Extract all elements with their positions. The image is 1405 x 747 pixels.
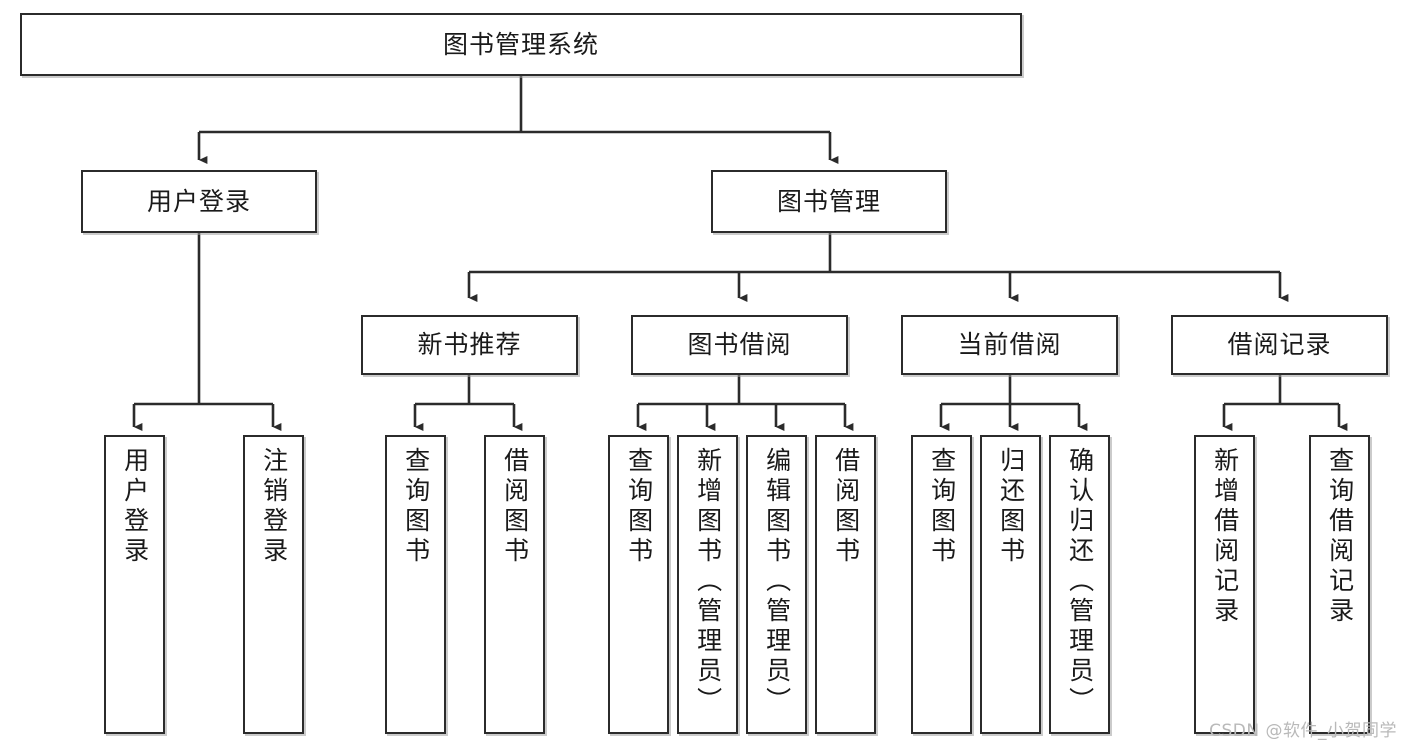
node-label: 图书管理系统 xyxy=(442,29,599,59)
node-label: 注销登录 xyxy=(259,447,289,567)
node-label: 查询借阅记录 xyxy=(1325,447,1355,627)
node-user-login[interactable]: 用户登录 xyxy=(81,170,317,233)
leaf-user-login-logout[interactable]: 注销登录 xyxy=(243,435,304,734)
node-label: 编辑图书（管理员） xyxy=(762,447,792,717)
leaf-borrow-record-add-record[interactable]: 新增借阅记录 xyxy=(1194,435,1255,734)
node-label: 归还图书 xyxy=(996,447,1026,567)
leaf-borrow-record-query-record[interactable]: 查询借阅记录 xyxy=(1309,435,1370,734)
node-label: 查询图书 xyxy=(927,447,957,567)
node-book-management[interactable]: 图书管理 xyxy=(711,170,947,233)
node-label: 新增图书（管理员） xyxy=(693,447,723,717)
node-label: 用户登录 xyxy=(120,447,150,567)
node-label: 借阅图书 xyxy=(831,447,861,567)
node-new-book-recommendation[interactable]: 新书推荐 xyxy=(361,315,578,375)
leaf-book-borrow-edit-book-admin[interactable]: 编辑图书（管理员） xyxy=(746,435,807,734)
leaf-book-borrow-borrow-books[interactable]: 借阅图书 xyxy=(815,435,876,734)
node-label: 借阅记录 xyxy=(1227,330,1332,360)
node-label: 借阅图书 xyxy=(500,447,530,567)
node-label: 当前借阅 xyxy=(957,330,1062,360)
leaf-current-borrow-confirm-return-admin[interactable]: 确认归还（管理员） xyxy=(1049,435,1110,734)
node-current-borrowing[interactable]: 当前借阅 xyxy=(901,315,1118,375)
leaf-current-borrow-query-books[interactable]: 查询图书 xyxy=(911,435,972,734)
node-borrow-records[interactable]: 借阅记录 xyxy=(1171,315,1388,375)
leaf-book-borrow-query-books[interactable]: 查询图书 xyxy=(608,435,669,734)
node-label: 新增借阅记录 xyxy=(1210,447,1240,627)
leaf-user-login-login[interactable]: 用户登录 xyxy=(104,435,165,734)
node-label: 图书借阅 xyxy=(687,330,792,360)
leaf-new-book-borrow-books[interactable]: 借阅图书 xyxy=(484,435,545,734)
leaf-book-borrow-add-book-admin[interactable]: 新增图书（管理员） xyxy=(677,435,738,734)
node-label: 图书管理 xyxy=(776,186,881,216)
csdn-watermark: CSDN @软件_小贺同学 xyxy=(1209,721,1397,741)
node-root-book-management-system[interactable]: 图书管理系统 xyxy=(20,13,1022,76)
node-label: 确认归还（管理员） xyxy=(1065,447,1095,717)
node-label: 查询图书 xyxy=(624,447,654,567)
node-label: 查询图书 xyxy=(401,447,431,567)
leaf-new-book-query-books[interactable]: 查询图书 xyxy=(385,435,446,734)
node-label: 新书推荐 xyxy=(417,330,522,360)
node-book-borrowing[interactable]: 图书借阅 xyxy=(631,315,848,375)
node-label: 用户登录 xyxy=(146,186,251,216)
leaf-current-borrow-return-books[interactable]: 归还图书 xyxy=(980,435,1041,734)
